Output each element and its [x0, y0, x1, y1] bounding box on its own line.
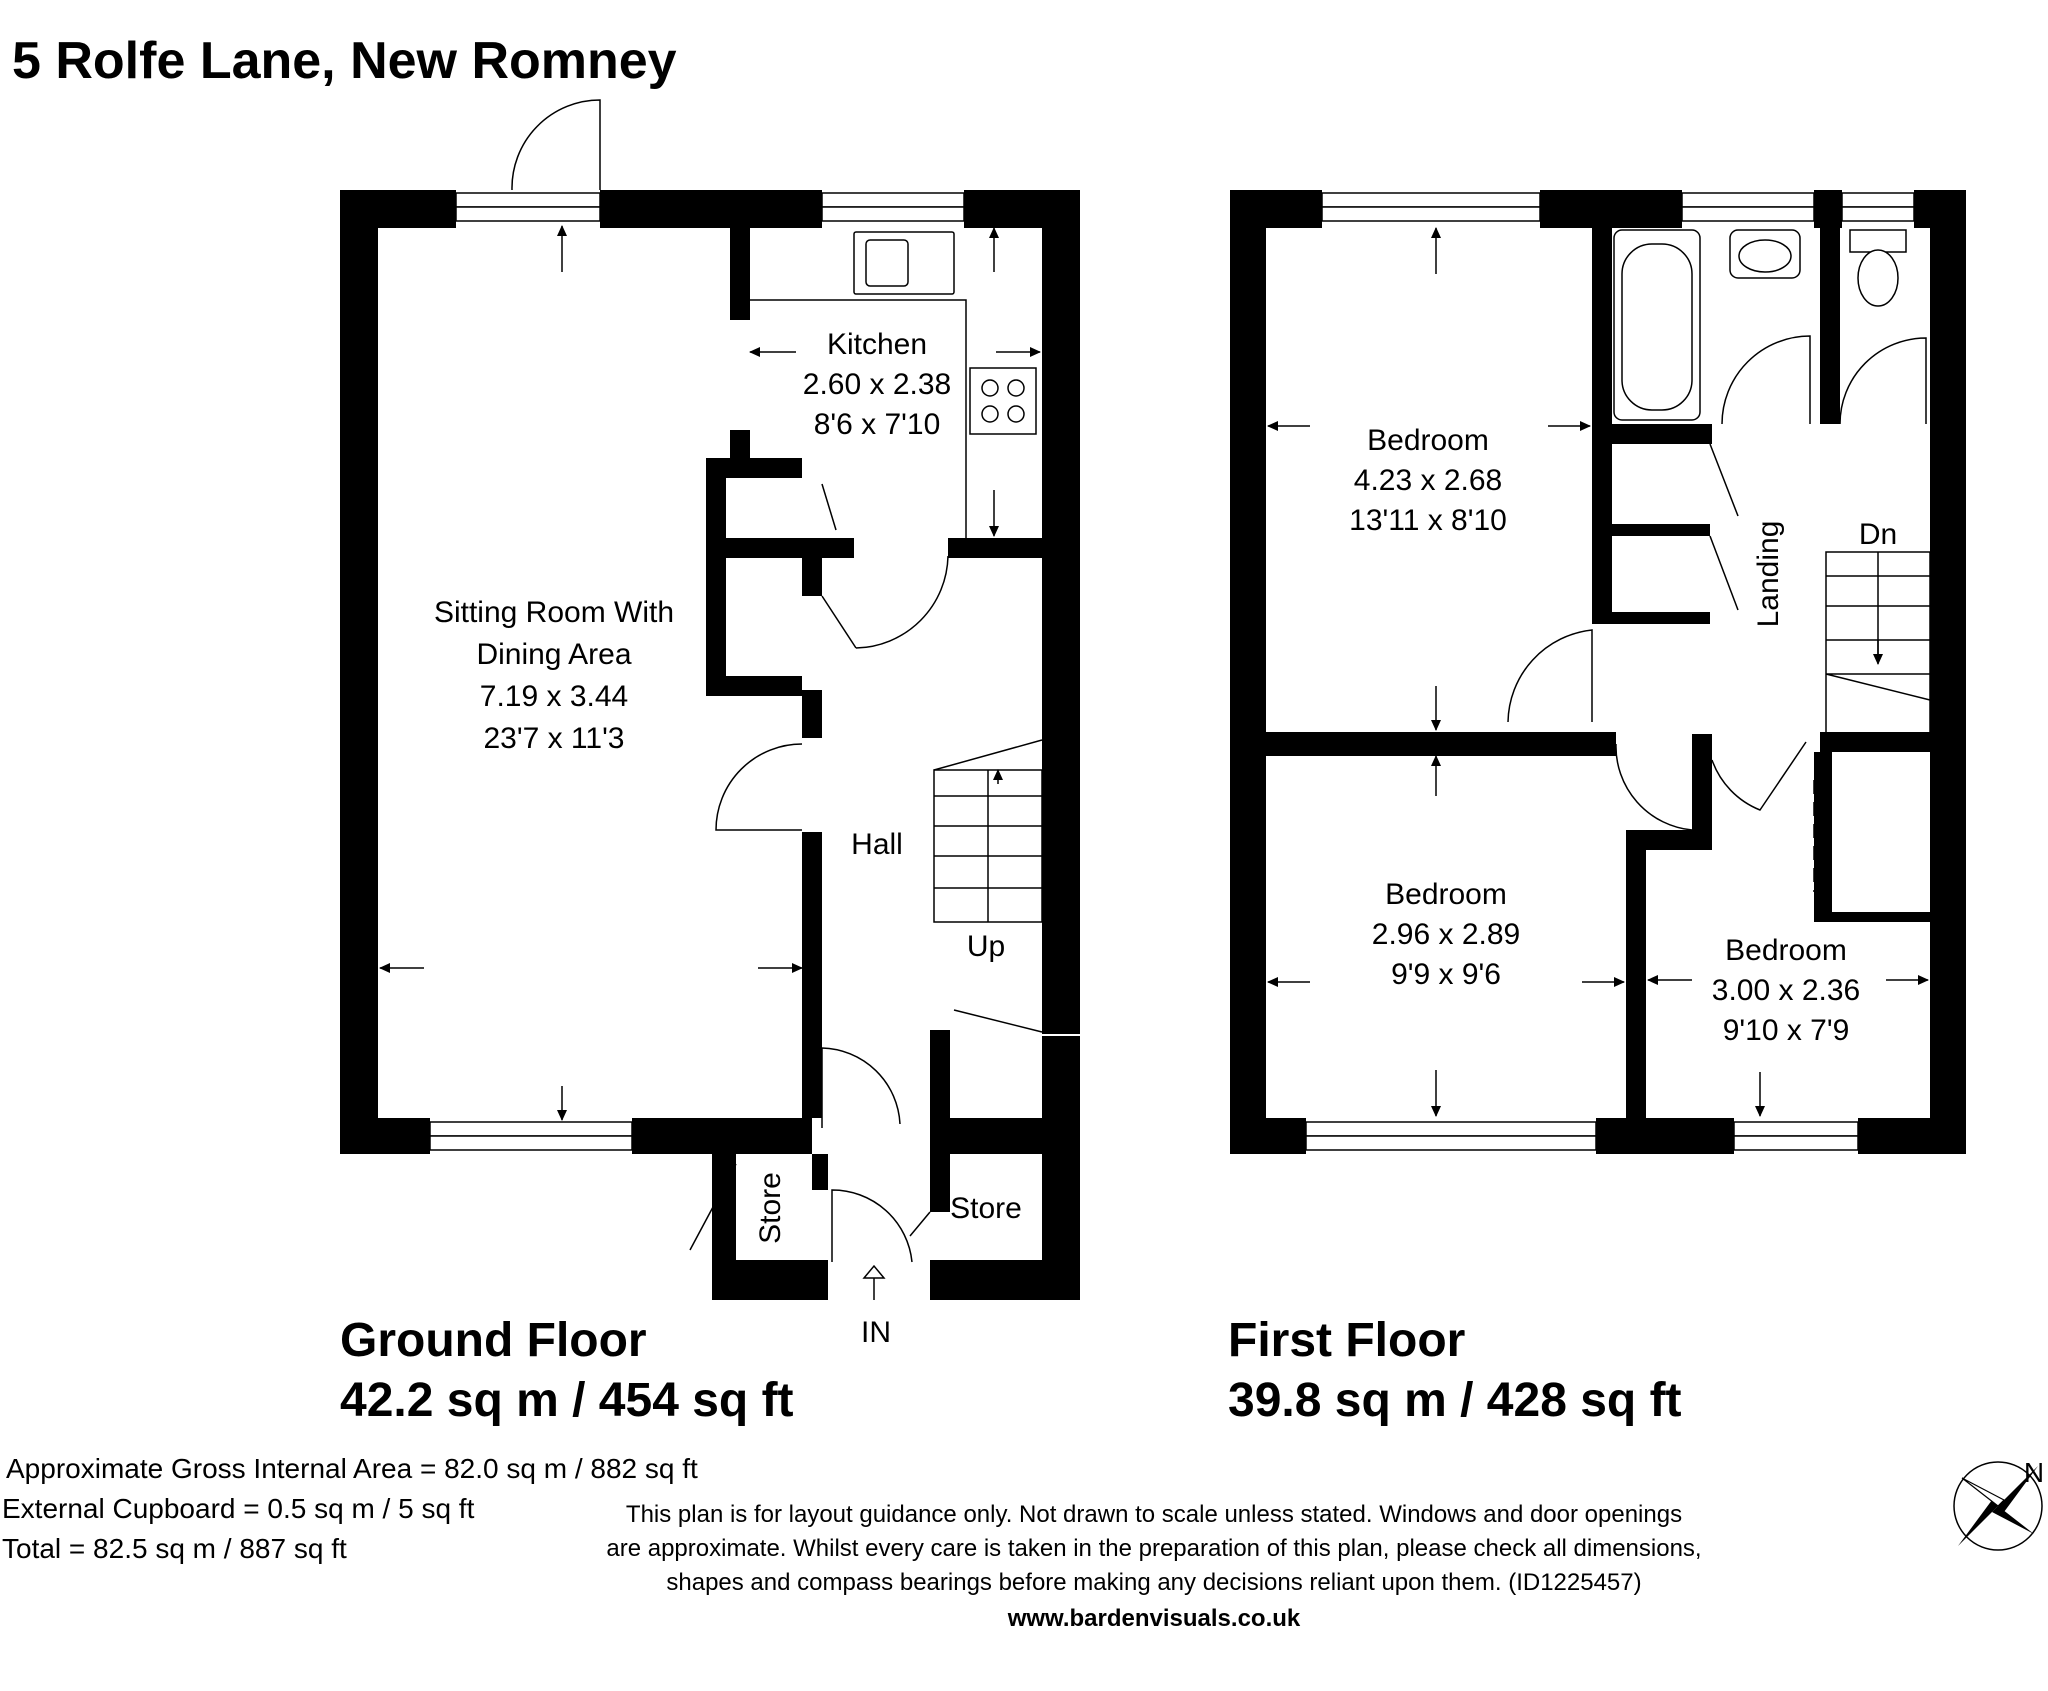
wall [340, 190, 378, 1154]
store-left-label: Store [754, 1172, 787, 1244]
disclaimer-line-1: This plan is for layout guidance only. N… [626, 1501, 1682, 1528]
bedroom-3-imperial: 9'10 x 7'9 [1723, 1014, 1850, 1047]
stairs-up-label: Up [967, 930, 1005, 963]
hall-label: Hall [851, 828, 903, 861]
kitchen-label: Kitchen [827, 328, 927, 361]
ground-floor-heading: Ground Floor [340, 1314, 647, 1367]
plan-title: 5 Rolfe Lane, New Romney [12, 32, 677, 90]
kitchen-metric: 2.60 x 2.38 [803, 368, 951, 401]
external-cupboard-note: External Cupboard = 0.5 sq m / 5 sq ft [2, 1493, 475, 1524]
ground-floor-plan: Sitting Room With Dining Area 7.19 x 3.4… [340, 99, 1080, 1427]
first-floor-area: 39.8 sq m / 428 sq ft [1228, 1374, 1682, 1427]
disclaimer-line-3: shapes and compass bearings before makin… [666, 1569, 1641, 1596]
first-floor-heading: First Floor [1228, 1314, 1465, 1367]
stairs-down-label: Dn [1859, 518, 1897, 551]
sitting-room-label-2: Dining Area [476, 638, 631, 671]
sitting-room-metric: 7.19 x 3.44 [480, 680, 628, 713]
landing-label: Landing [1752, 521, 1785, 628]
ground-floor-area: 42.2 sq m / 454 sq ft [340, 1374, 794, 1427]
website-link[interactable]: www.bardenvisuals.co.uk [1007, 1605, 1301, 1632]
bedroom-2-imperial: 9'9 x 9'6 [1391, 958, 1501, 991]
bedroom-2-metric: 2.96 x 2.89 [1372, 918, 1520, 951]
bedroom-1-metric: 4.23 x 2.68 [1354, 464, 1502, 497]
entrance-label: IN [861, 1316, 891, 1349]
bedroom-1-label: Bedroom [1367, 424, 1489, 457]
compass-rose-icon [1953, 1461, 2043, 1551]
gross-area-note: Approximate Gross Internal Area = 82.0 s… [6, 1453, 698, 1484]
kitchen-imperial: 8'6 x 7'10 [814, 408, 941, 441]
compass-north-label: N [2024, 1457, 2044, 1488]
disclaimer-line-2: are approximate. Whilst every care is ta… [606, 1535, 1701, 1562]
sitting-room-imperial: 23'7 x 11'3 [483, 722, 624, 755]
first-floor-plan: Bedroom 4.23 x 2.68 13'11 x 8'10 Bedroom… [1228, 190, 1966, 1427]
total-area-note: Total = 82.5 sq m / 887 sq ft [2, 1533, 347, 1564]
bedroom-2-label: Bedroom [1385, 878, 1507, 911]
store-right-label: Store [950, 1192, 1022, 1225]
bedroom-3-label: Bedroom [1725, 934, 1847, 967]
sitting-room-label: Sitting Room With [434, 596, 674, 629]
bedroom-3-metric: 3.00 x 2.36 [1712, 974, 1860, 1007]
bedroom-1-imperial: 13'11 x 8'10 [1349, 504, 1507, 537]
